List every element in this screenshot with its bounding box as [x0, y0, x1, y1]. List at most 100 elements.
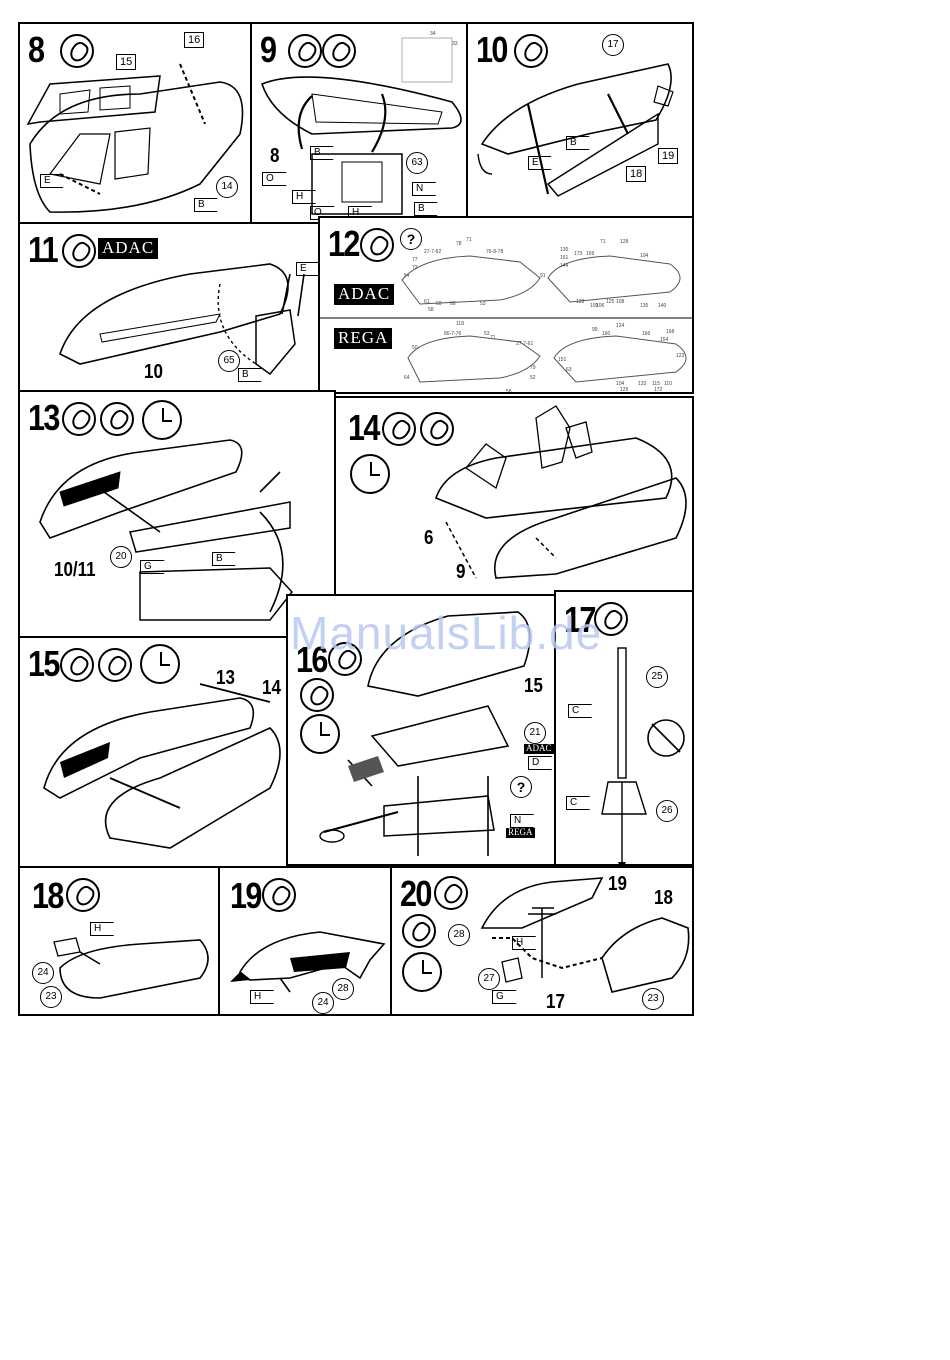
callout: 173: [574, 251, 583, 257]
step-number: 16: [296, 639, 328, 680]
callout: 104: [616, 381, 625, 387]
decal-tag: D: [528, 756, 553, 770]
tail-top-drawing: [230, 931, 386, 993]
step-15-panel: 15 13 14: [18, 636, 290, 868]
callout: 53: [484, 331, 490, 337]
callout: 130: [560, 247, 569, 253]
step-20-panel: 20 19 18 17 28 27 23 H G: [390, 866, 694, 1016]
final-assembly-drawing: [480, 877, 690, 993]
callout: 27-7-61: [516, 341, 534, 347]
callout: 27-7-62: [424, 249, 442, 255]
callout: 71: [466, 237, 472, 243]
callout: 125: [606, 299, 615, 305]
part-label: 6: [424, 527, 434, 549]
step-number: 14: [348, 407, 380, 448]
step-19-panel: 19 28 24 H: [218, 866, 392, 1016]
glue-icon: [434, 876, 468, 910]
part-label: 13: [216, 667, 235, 689]
step-14-panel: 14 6 9: [334, 396, 694, 596]
callout: 71: [600, 239, 606, 245]
floor-skid-drawing: [319, 611, 531, 856]
painting-guide-drawings: [320, 255, 692, 383]
adac-badge: ADAC: [98, 238, 159, 259]
rega-badge: REGA: [506, 827, 535, 838]
decal-tag: C: [566, 796, 591, 810]
callout: 58: [428, 307, 434, 313]
step-number: 8: [28, 29, 45, 70]
callout: 77: [412, 257, 418, 263]
step-number: 19: [230, 875, 262, 916]
drying-time-icon: [350, 454, 390, 494]
drying-time-icon: [142, 400, 182, 440]
clear-glue-icon: [420, 412, 454, 446]
callout: 154: [660, 337, 669, 343]
part-circle: 23: [40, 986, 62, 1008]
callout: 79: [530, 365, 536, 371]
callout: 53: [480, 301, 486, 307]
callout: 78: [456, 241, 462, 247]
part-circle: 20: [110, 546, 132, 568]
inset-label: 34: [430, 31, 436, 37]
part-circle: 17: [602, 34, 624, 56]
callout: 160: [602, 331, 611, 337]
part-box: 19: [658, 148, 679, 164]
decal-tag: C: [568, 704, 593, 718]
callout: 86-7-76: [444, 331, 462, 337]
callout: 61: [424, 299, 430, 305]
glue-icon: [62, 402, 96, 436]
part-label: 17: [546, 991, 565, 1013]
fuselage-join-drawing: [43, 683, 281, 849]
callout: 115: [652, 381, 660, 387]
step-number: 13: [28, 397, 60, 438]
callout: 151: [558, 357, 567, 363]
callout: 91: [540, 273, 546, 279]
part-circle: 21: [524, 722, 546, 744]
step-number: 17: [564, 599, 596, 640]
callout: 133: [638, 381, 647, 387]
callout: 123: [676, 353, 685, 359]
part-circle: 28: [332, 978, 354, 1000]
callout: 108: [616, 299, 625, 305]
part-circle: 24: [32, 962, 54, 984]
part-box: 18: [626, 166, 647, 182]
callout: 166: [642, 331, 651, 337]
rotor-mast-drawing: [601, 647, 685, 864]
decal-tag: N: [510, 814, 535, 828]
glue-icon: [262, 878, 296, 912]
part-label: 19: [608, 873, 627, 895]
watermark: ManualsLib.de: [290, 607, 603, 659]
step-13-panel: 13 10/11 20 G B: [18, 390, 336, 638]
decal-tag: H: [292, 190, 317, 204]
fuselage-side-drawing: [477, 63, 674, 197]
part-circle: 25: [646, 666, 668, 688]
step-18-panel: 18 24 23 H: [18, 866, 220, 1016]
part-circle: 63: [406, 152, 428, 174]
part-box: 15: [116, 54, 137, 70]
clear-glue-icon: [300, 678, 334, 712]
rega-badge: REGA: [334, 328, 393, 349]
help-icon: ?: [400, 228, 422, 250]
glue-icon: [60, 648, 94, 682]
callout: 106: [596, 303, 605, 309]
glue-icon: [60, 34, 94, 68]
callout: 73: [412, 265, 418, 271]
part-label: 18: [654, 887, 673, 909]
clear-glue-icon: [98, 648, 132, 682]
callout: 140: [658, 303, 667, 309]
step-17-panel: 17 25 26 C C: [554, 590, 694, 866]
part-circle: 14: [216, 176, 238, 198]
drying-time-icon: [300, 714, 340, 754]
step-number: 12: [328, 223, 360, 264]
callout: 128: [620, 239, 629, 245]
part-label: 14: [262, 677, 281, 699]
callout: 172: [654, 387, 663, 393]
part-circle: 28: [448, 924, 470, 946]
canopy-drawing: [261, 37, 462, 215]
drying-time-icon: [140, 644, 180, 684]
callout: 50: [412, 345, 418, 351]
fuselage-half-drawing: [26, 63, 244, 213]
tail-boom-drawing: [53, 937, 209, 999]
callout: 135: [640, 303, 649, 309]
paint-icon: [360, 228, 394, 262]
